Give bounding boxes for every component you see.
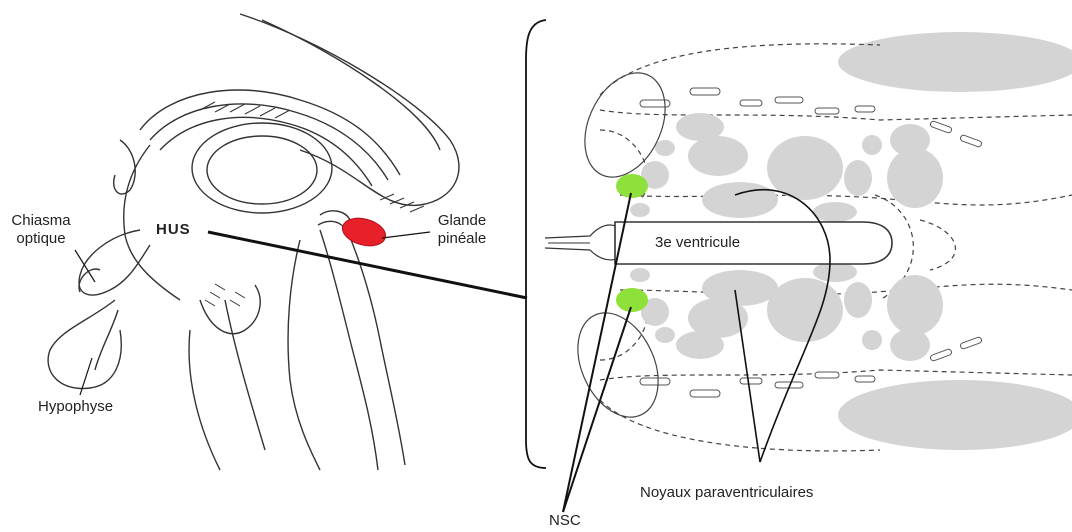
nsc-label: NSC	[549, 512, 581, 530]
nucleus-shape	[838, 380, 1072, 450]
chiasma-label-line1: Chiasma	[6, 212, 76, 230]
optic-stalk	[545, 225, 620, 260]
glande-pineale-label: Glande pinéale	[430, 212, 494, 248]
paraventricular-nuclei-label: Noyaux paraventriculaires	[640, 484, 813, 502]
nsc-nucleus-upper	[616, 174, 648, 198]
hus-label: HUS	[156, 221, 191, 239]
nucleus-shape	[838, 32, 1072, 92]
glande-label-line1: Glande	[430, 212, 494, 230]
chiasma-label-line2: optique	[6, 230, 76, 248]
nsc-nucleus-lower	[616, 288, 648, 312]
glande-label-line2: pinéale	[430, 230, 494, 248]
hypothalamus-panel	[545, 32, 1072, 512]
panel-bracket	[526, 20, 546, 468]
chiasma-label: Chiasma optique	[6, 212, 76, 248]
hypophyse-label: Hypophyse	[38, 398, 113, 416]
left-leader-lines	[75, 232, 430, 395]
third-ventricle-label: 3e ventricule	[655, 234, 740, 252]
pineal-gland-shape	[339, 214, 388, 251]
